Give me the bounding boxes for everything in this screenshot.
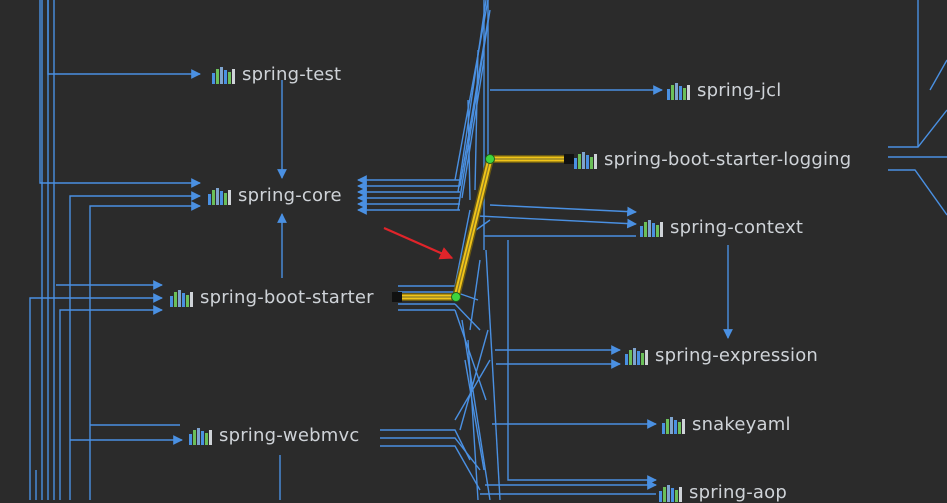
dependency-edge	[89, 201, 201, 500]
node-spring-webmvc[interactable]: spring-webmvc	[189, 425, 359, 446]
dependency-edge	[454, 303, 481, 331]
node-label: snakeyaml	[692, 414, 791, 435]
module-bars-icon	[662, 416, 685, 434]
module-bars-icon	[659, 484, 682, 502]
node-spring-aop[interactable]: spring-aop	[659, 482, 787, 503]
node-label: spring-context	[670, 217, 804, 238]
node-label: spring-webmvc	[219, 425, 360, 446]
node-spring-context[interactable]: spring-context	[640, 217, 803, 238]
dependency-edge	[888, 169, 947, 216]
dependency-edge	[457, 0, 487, 193]
highlighted-edge[interactable]	[392, 154, 574, 302]
node-label: spring-boot-starter	[200, 287, 374, 308]
node-label: spring-core	[238, 185, 342, 206]
module-bars-icon	[574, 151, 597, 169]
dependency-edge	[474, 49, 479, 191]
highlight-edge-core	[398, 158, 566, 298]
node-label: spring-jcl	[697, 80, 782, 101]
dependency-edge	[459, 329, 489, 431]
dependency-edge	[39, 0, 201, 188]
dependency-edge	[461, 59, 485, 199]
module-bars-icon	[170, 289, 193, 307]
module-bars-icon	[625, 347, 648, 365]
edge-bend-point[interactable]	[451, 292, 461, 302]
module-bars-icon	[189, 427, 212, 445]
dependency-edge	[464, 359, 485, 471]
dependency-edge	[454, 0, 489, 181]
dependency-edge	[380, 445, 481, 491]
dependency-edge	[59, 305, 163, 500]
dependency-edge	[454, 309, 487, 401]
dependency-edge	[485, 249, 501, 500]
module-bars-icon	[640, 219, 663, 237]
dependency-edge	[477, 215, 637, 229]
node-label: spring-test	[242, 64, 342, 85]
dependency-edge	[29, 293, 163, 500]
edge-start-handle	[392, 292, 402, 302]
dependency-edge	[380, 437, 481, 471]
module-bars-icon	[667, 82, 690, 100]
dependency-edge	[69, 191, 201, 500]
module-bars-icon	[212, 66, 235, 84]
node-label: spring-aop	[689, 482, 788, 503]
dependency-edge	[929, 59, 947, 91]
edge-end-handle	[564, 154, 574, 164]
dependency-edge	[454, 359, 491, 421]
dependency-edge	[507, 240, 657, 485]
node-spring-core[interactable]: spring-core	[208, 185, 342, 206]
dependency-edge	[461, 319, 491, 500]
annotation-arrow	[383, 226, 454, 260]
node-snakeyaml[interactable]: snakeyaml	[662, 414, 791, 435]
node-label: spring-boot-starter-logging	[604, 149, 852, 170]
dependency-edge	[489, 204, 637, 217]
dependency-edge	[454, 209, 471, 287]
dependency-edge	[467, 339, 479, 500]
dependency-edge	[475, 219, 491, 231]
node-spring-jcl[interactable]: spring-jcl	[667, 80, 781, 101]
dependency-edge	[469, 259, 481, 331]
node-spring-boot-starter[interactable]: spring-boot-starter	[170, 287, 374, 308]
node-spring-expression[interactable]: spring-expression	[625, 345, 818, 366]
module-bars-icon	[208, 187, 231, 205]
dependency-edge	[380, 429, 471, 461]
dependency-edge	[47, 0, 201, 79]
dependency-edge	[467, 99, 471, 201]
node-spring-boot-starter-logging[interactable]: spring-boot-starter-logging	[574, 149, 851, 170]
node-label: spring-expression	[655, 345, 819, 366]
node-spring-test[interactable]: spring-test	[212, 64, 341, 85]
edge-bend-point[interactable]	[485, 154, 495, 164]
